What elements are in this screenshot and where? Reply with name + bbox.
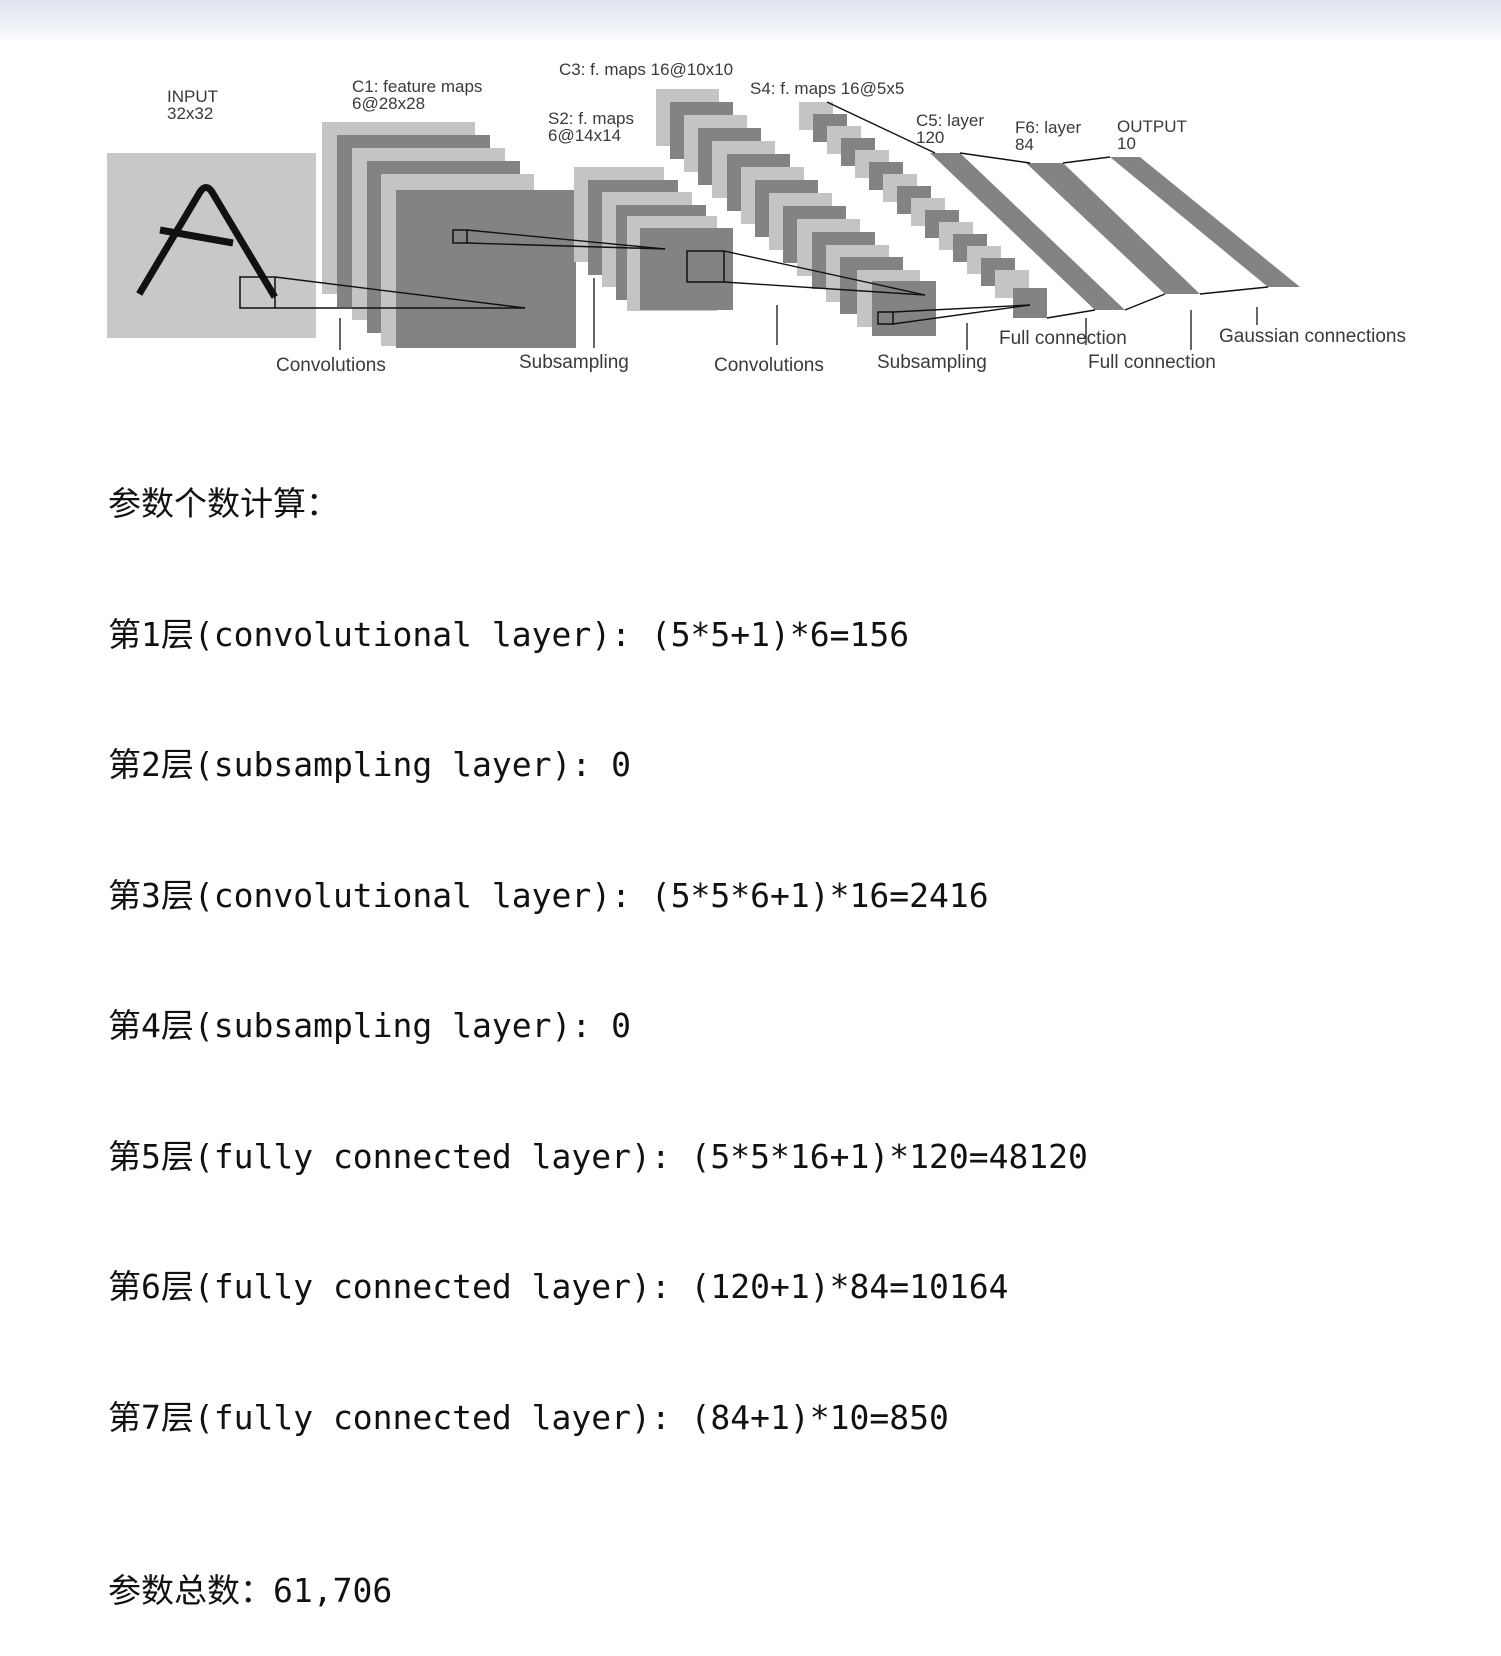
calc-row-layer1: 第1层(convolutional layer): (5*5+1)*6=156 bbox=[108, 614, 910, 654]
s4-feature-maps bbox=[799, 102, 1047, 318]
op-full-connection-2: Full connection bbox=[1088, 352, 1216, 373]
s2-feature-maps bbox=[574, 167, 733, 311]
fully-connected-layers bbox=[930, 153, 1300, 310]
op-full-connection-1: Full connection bbox=[999, 328, 1127, 349]
calc-row-layer7: 第7层(fully connected layer): (84+1)*10=85… bbox=[108, 1397, 949, 1437]
parameter-calculation: 参数个数计算： 第1层(convolutional layer): (5*5+1… bbox=[108, 395, 1088, 1656]
calc-total: 参数总数：61,706 bbox=[108, 1571, 393, 1610]
c5-layer-band bbox=[930, 153, 1125, 310]
op-subsampling-2: Subsampling bbox=[877, 352, 987, 373]
label-f6: F6: layer 84 bbox=[1015, 118, 1082, 154]
calc-row-layer5: 第5层(fully connected layer): (5*5*16+1)*1… bbox=[108, 1136, 1088, 1176]
lenet5-architecture-diagram bbox=[107, 89, 1300, 350]
label-c5: C5: layer 120 bbox=[916, 111, 985, 147]
label-s2: S2: f. maps 6@14x14 bbox=[548, 109, 634, 145]
label-input: INPUT 32x32 bbox=[167, 87, 218, 123]
label-output: OUTPUT 10 bbox=[1117, 117, 1187, 153]
label-s4: S4: f. maps 16@5x5 bbox=[750, 79, 905, 98]
c3-feature-maps bbox=[656, 89, 936, 336]
calc-row-layer3: 第3层(convolutional layer): (5*5*6+1)*16=2… bbox=[108, 875, 989, 915]
f6-layer-band bbox=[1026, 163, 1200, 294]
operation-ticks bbox=[339, 278, 1258, 350]
calc-title: 参数个数计算： bbox=[108, 484, 339, 523]
op-convolutions-1: Convolutions bbox=[276, 355, 386, 376]
op-subsampling-1: Subsampling bbox=[519, 352, 629, 373]
slide-top-band bbox=[0, 0, 1501, 40]
calc-row-layer4: 第4层(subsampling layer): 0 bbox=[108, 1006, 631, 1045]
op-convolutions-2: Convolutions bbox=[714, 355, 824, 376]
label-c3: C3: f. maps 16@10x10 bbox=[559, 60, 734, 79]
output-layer-band bbox=[1110, 157, 1300, 287]
op-gaussian-connections: Gaussian connections bbox=[1219, 326, 1406, 347]
calc-row-layer2: 第2层(subsampling layer): 0 bbox=[108, 745, 631, 784]
label-c1: C1: feature maps 6@28x28 bbox=[352, 77, 483, 113]
receptive-field-lines bbox=[274, 101, 1269, 325]
input-image bbox=[107, 153, 316, 338]
calc-row-layer6: 第6层(fully connected layer): (120+1)*84=1… bbox=[108, 1267, 1009, 1306]
c1-feature-maps bbox=[322, 122, 576, 348]
